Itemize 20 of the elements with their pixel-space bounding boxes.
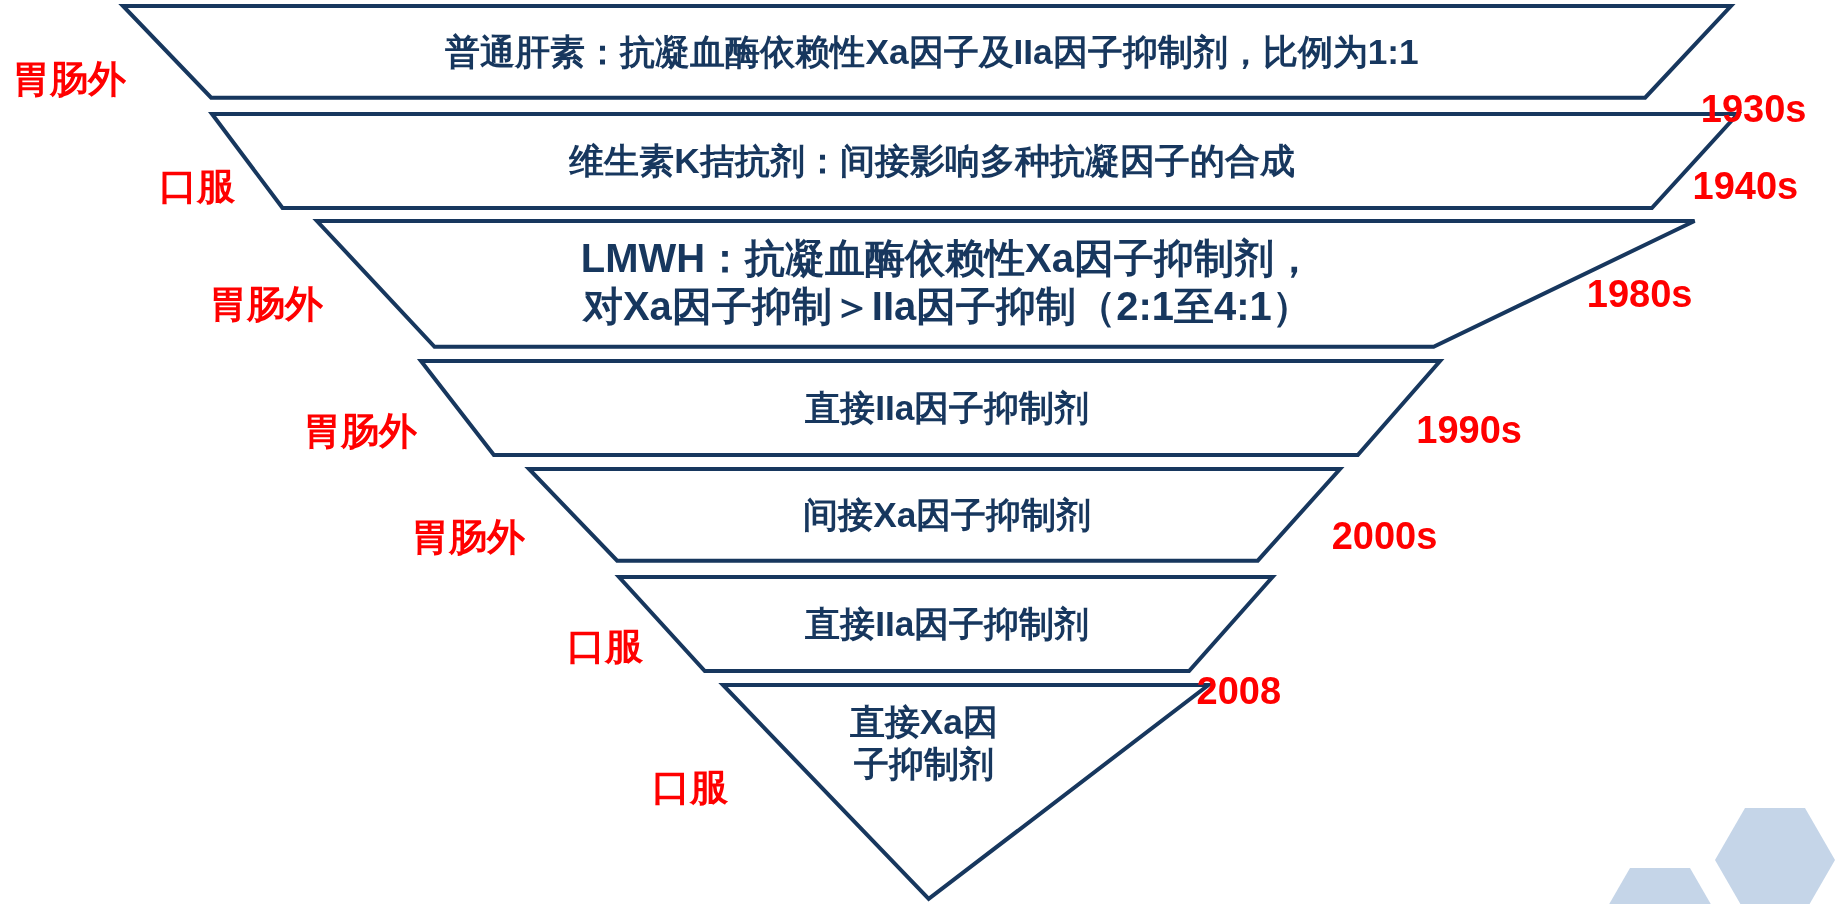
route-label: 口服 — [566, 623, 643, 669]
route-label: 胃肠外 — [411, 515, 526, 561]
stage-description: 普通肝素：抗凝血酶依赖性Xa因子及IIa因子抑制剂，比例为1:1 — [444, 30, 1420, 73]
era-label: 2000s — [1331, 514, 1438, 558]
route-label: 胃肠外 — [209, 281, 324, 327]
route-label: 口服 — [158, 164, 235, 209]
stage-description: LMWH：抗凝血酶依赖性Xa因子抑制剂，对Xa因子抑制＞IIa因子抑制（2:1至4:1） — [579, 235, 1315, 331]
stage-description: 直接IIa因子抑制剂 — [804, 386, 1091, 429]
stage-description: 直接IIa因子抑制剂 — [804, 602, 1091, 645]
era-label: 1930s — [1700, 88, 1807, 132]
stage-description: 直接Xa因子抑制剂 — [848, 700, 999, 785]
route-label: 口服 — [652, 764, 729, 810]
era-label: 1980s — [1586, 272, 1693, 316]
era-label: 1990s — [1416, 409, 1522, 453]
stage-description: 维生素K拮抗剂：间接影响多种抗凝因子的合成 — [568, 139, 1296, 182]
era-label: 1940s — [1692, 164, 1799, 208]
stage-description: 间接Xa因子抑制剂 — [802, 493, 1093, 536]
route-label: 胃肠外 — [303, 408, 418, 454]
route-label: 胃肠外 — [11, 57, 126, 103]
era-label: 2008 — [1196, 669, 1282, 713]
